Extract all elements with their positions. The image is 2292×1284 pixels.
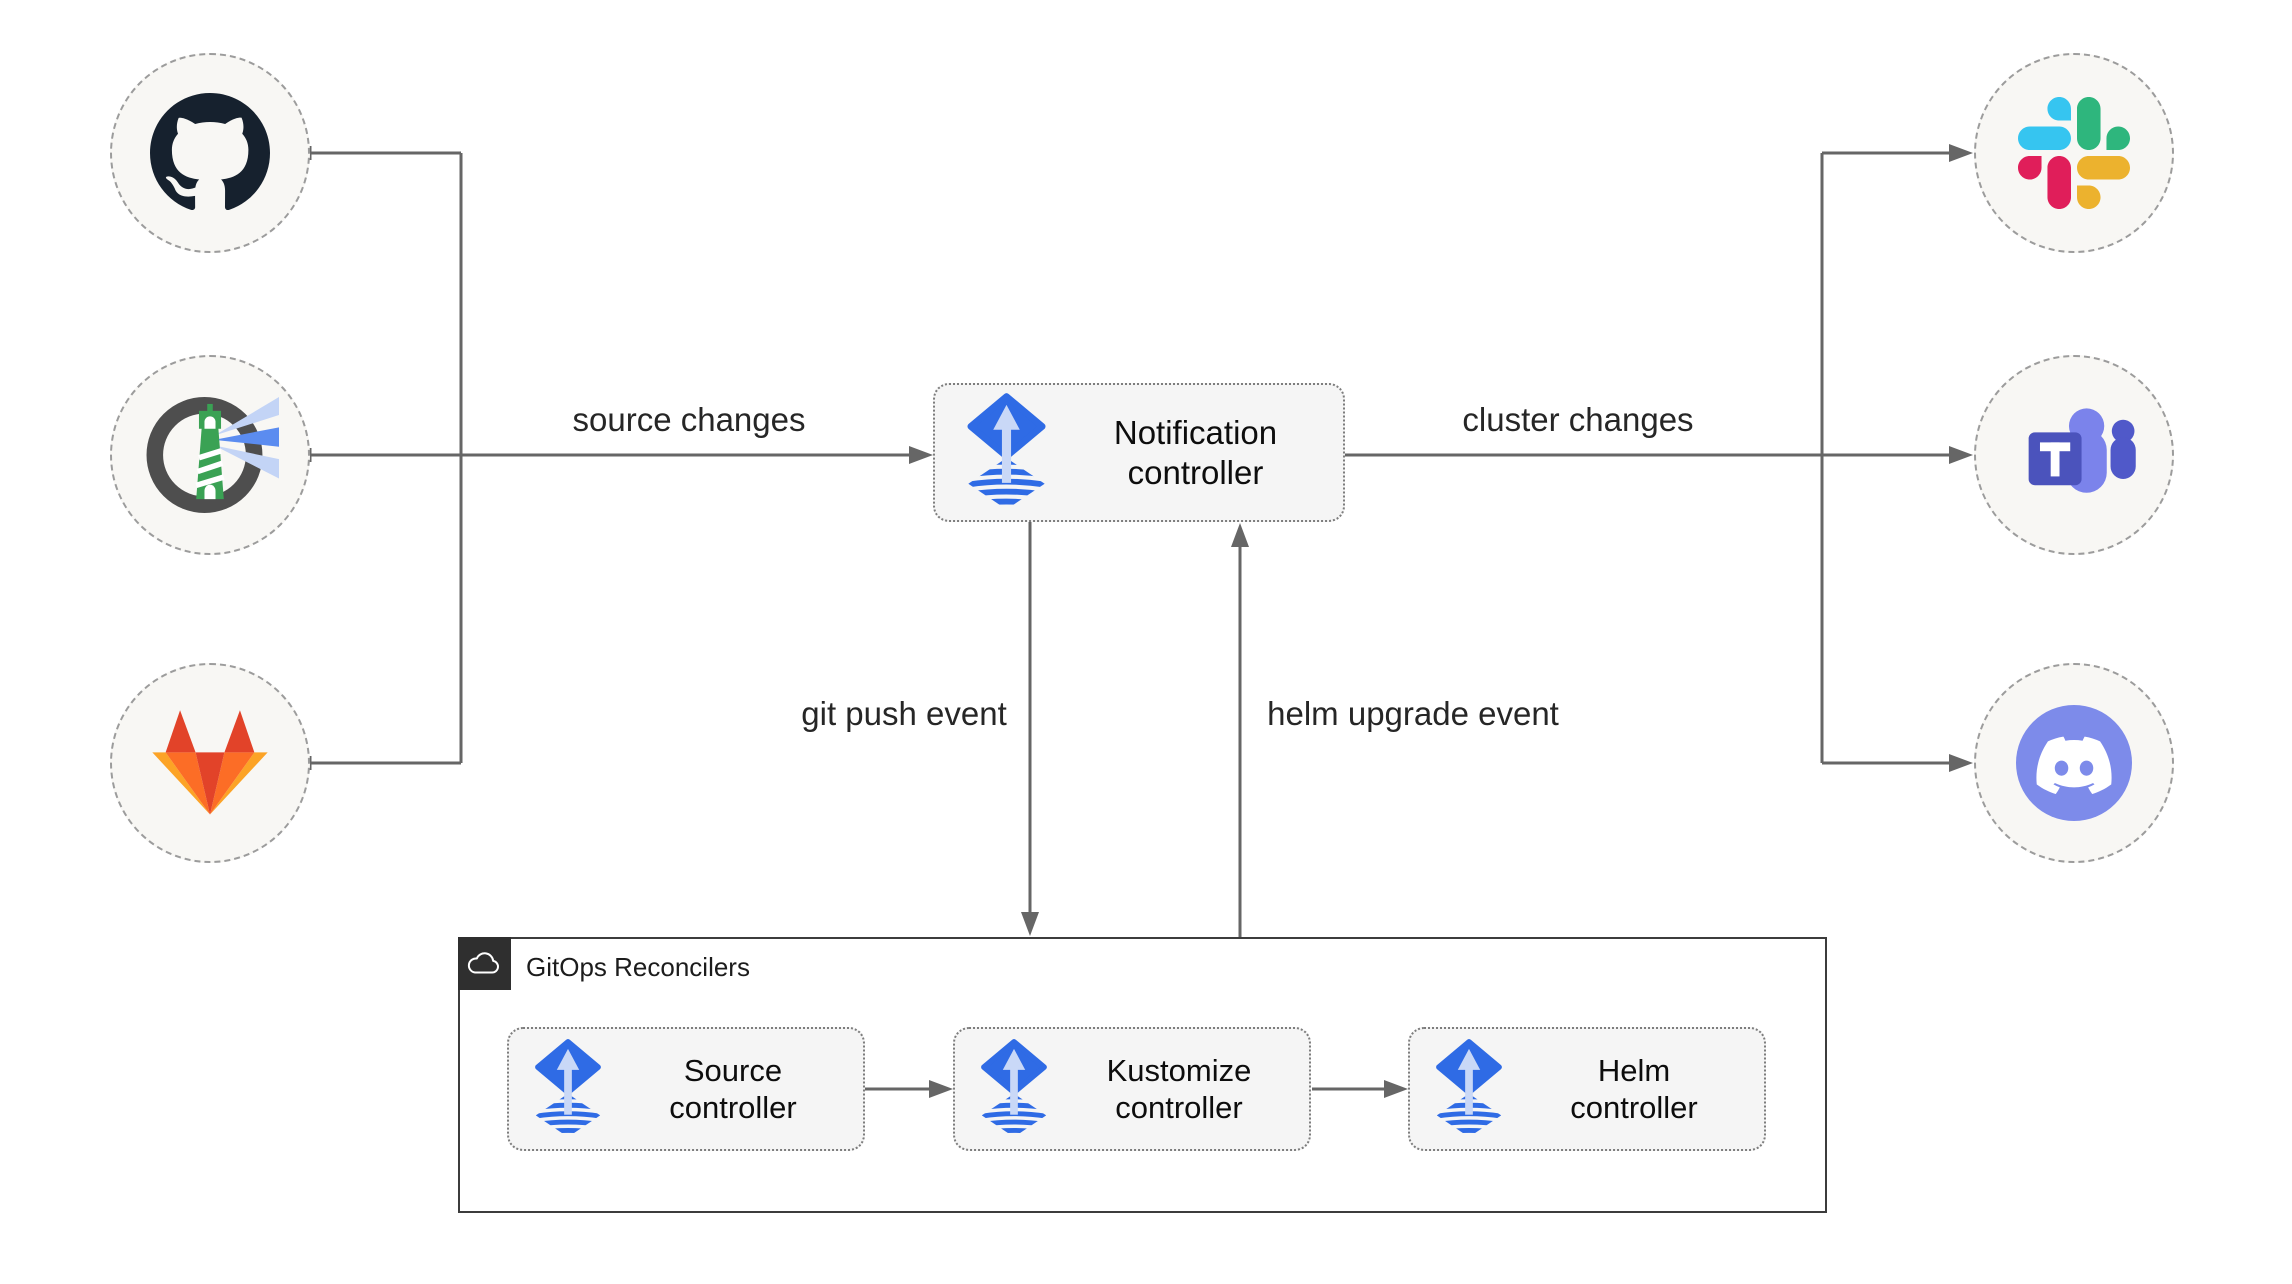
kustomize-controller-label: Kustomize controller [1106, 1052, 1252, 1125]
cloud-icon [466, 950, 502, 977]
edge-label-git-push-event: git push event [801, 695, 1007, 732]
discord-icon [2016, 705, 2132, 821]
slack-icon [2018, 97, 2130, 209]
edge-label-cluster-changes: cluster changes [1462, 401, 1694, 438]
teams-node [1974, 355, 2174, 555]
notification-controller-box: Notification controller [933, 383, 1345, 522]
helm-controller-box: Helm controller [1408, 1027, 1766, 1151]
harbor-icon [141, 386, 279, 524]
gitlab-icon [149, 708, 271, 819]
harbor-node [110, 355, 310, 555]
discord-node [1974, 663, 2174, 863]
helm-controller-label: Helm controller [1570, 1052, 1698, 1125]
arrowheads [909, 144, 1973, 1098]
container-corner-badge [457, 936, 511, 990]
github-icon [150, 93, 270, 213]
notification-controller-label: Notification controller [1113, 413, 1278, 491]
flux-icon [1434, 1039, 1504, 1140]
source-controller-label: Source controller [669, 1052, 797, 1125]
source-controller-box: Source controller [507, 1027, 865, 1151]
flux-icon [979, 1039, 1049, 1140]
kustomize-controller-box: Kustomize controller [953, 1027, 1311, 1151]
flux-icon [533, 1039, 603, 1140]
gitlab-node [110, 663, 310, 863]
edge-label-source-changes: source changes [572, 401, 806, 438]
gitops-reconcilers-container: GitOps Reconcilers Source controller Kus… [457, 936, 1827, 1213]
slack-node [1974, 53, 2174, 253]
edge-label-helm-upgrade-event: helm upgrade event [1267, 695, 1559, 732]
container-title: GitOps Reconcilers [526, 952, 750, 982]
microsoft-teams-icon [2011, 392, 2137, 518]
flux-icon [965, 393, 1048, 513]
github-node [110, 53, 310, 253]
